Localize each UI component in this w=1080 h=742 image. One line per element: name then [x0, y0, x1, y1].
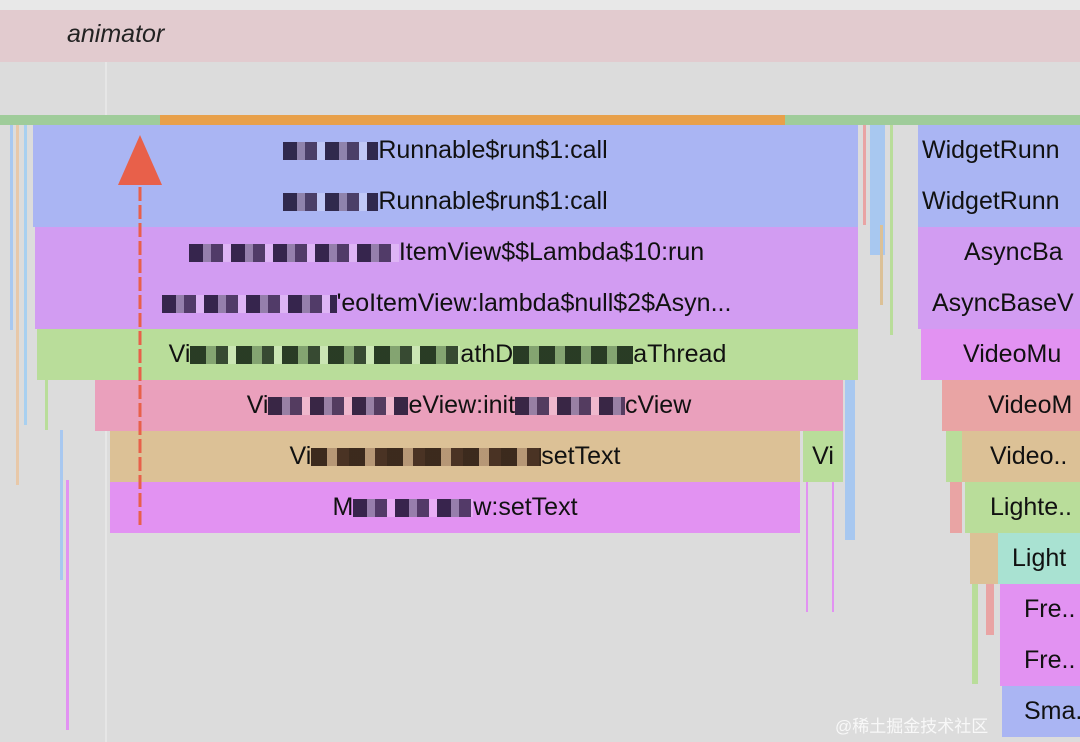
thin-slice[interactable]: [890, 125, 893, 335]
slice-light[interactable]: Light: [998, 533, 1080, 584]
slice-label: AsyncBa: [964, 238, 1063, 266]
slice-lambda-null[interactable]: 'eoItemView:lambda$null$2$Asyn...: [35, 278, 858, 329]
slice-label: aThread: [633, 340, 727, 368]
slice-label: ItemView$$Lambda$10:run: [398, 238, 705, 266]
slice-video-mu[interactable]: VideoMu: [921, 329, 1080, 380]
thin-slice[interactable]: [45, 380, 48, 430]
slice-label: Runnable$run$1:call: [378, 136, 608, 164]
track-title: animator: [67, 20, 165, 48]
cpu-state-bar: [0, 115, 1080, 125]
thin-slice[interactable]: [946, 431, 962, 482]
slice-label: setText: [541, 442, 621, 470]
animator-track[interactable]: animator: [0, 10, 1080, 62]
slice-video-m[interactable]: VideoM: [942, 380, 1080, 431]
slice-label: Fre..: [1024, 595, 1076, 623]
thin-slice[interactable]: [10, 125, 13, 330]
slice-label: athD: [460, 340, 514, 368]
slice-view-init[interactable]: Vi eView:init cView: [95, 380, 843, 431]
thin-slice[interactable]: [832, 482, 834, 612]
thin-slice[interactable]: [60, 430, 63, 580]
slice-label: Vi: [168, 340, 191, 368]
thin-slice[interactable]: [950, 482, 962, 533]
slice-fre[interactable]: Fre..: [1000, 584, 1080, 635]
slice-label: 'eoItemView:lambda$null$2$Asyn...: [336, 289, 732, 317]
thin-slice[interactable]: [806, 482, 808, 612]
slice-widget-runnable[interactable]: WidgetRunn: [918, 125, 1080, 176]
slice-label: WidgetRunn: [922, 136, 1060, 164]
slice-widget-runnable[interactable]: WidgetRunn: [918, 176, 1080, 227]
slice-label: VideoM: [988, 391, 1073, 419]
thin-slice[interactable]: [845, 380, 855, 540]
thin-slice[interactable]: [972, 584, 978, 684]
thin-slice[interactable]: [66, 480, 69, 730]
slice-lighte[interactable]: Lighte..: [965, 482, 1080, 533]
slice-fre[interactable]: Fre..: [1000, 635, 1080, 686]
thin-slice[interactable]: [870, 125, 885, 255]
slice-sma[interactable]: Sma..: [1002, 686, 1080, 737]
slice-lambda-run[interactable]: ItemView$$Lambda$10:run: [35, 227, 858, 278]
slice-label: w:setText: [473, 493, 578, 521]
slice-vi-small[interactable]: Vi: [803, 431, 843, 482]
slice-label: Video..: [990, 442, 1068, 470]
slice-async-base[interactable]: AsyncBa: [918, 227, 1080, 278]
slice-label: Sma..: [1024, 697, 1080, 725]
slice-label: Vi: [812, 442, 834, 470]
slice-label: AsyncBaseV: [932, 289, 1074, 317]
slice-runnable-call[interactable]: Runnable$run$1:call: [33, 125, 858, 176]
thin-slice[interactable]: [880, 225, 883, 305]
thin-slice[interactable]: [16, 125, 19, 485]
thin-slice[interactable]: [986, 584, 994, 635]
slice-video[interactable]: Video..: [962, 431, 1080, 482]
slice-label: Vi: [246, 391, 269, 419]
slice-label: WidgetRunn: [922, 187, 1060, 215]
slice-label: Lighte..: [990, 493, 1073, 521]
slice-label: Light: [1012, 544, 1067, 572]
slice-path-thread[interactable]: Vi athD aThread: [37, 329, 858, 380]
thin-slice[interactable]: [24, 125, 27, 425]
slice-settext[interactable]: Vi setText: [110, 431, 800, 482]
running-segment: [160, 115, 785, 125]
slice-label: cView: [625, 391, 692, 419]
slice-label: eView:init: [408, 391, 516, 419]
slice-label: Runnable$run$1:call: [378, 187, 608, 215]
slice-label: Fre..: [1024, 646, 1076, 674]
slice-label: VideoMu: [963, 340, 1062, 368]
top-strip: [0, 0, 1080, 10]
slice-label: M: [332, 493, 354, 521]
thin-slice[interactable]: [970, 533, 998, 584]
slice-label: Vi: [289, 442, 312, 470]
watermark: @稀土掘金技术社区: [835, 717, 989, 736]
slice-async-base[interactable]: AsyncBaseV: [918, 278, 1080, 329]
slice-runnable-call[interactable]: Runnable$run$1:call: [33, 176, 858, 227]
thin-slice[interactable]: [863, 125, 866, 225]
